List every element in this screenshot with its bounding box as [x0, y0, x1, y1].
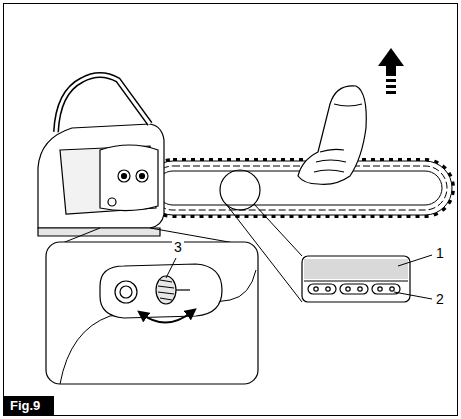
callout-number: 1 — [434, 245, 446, 261]
callout-number-box: 1 — [434, 244, 446, 262]
figure-frame — [4, 4, 458, 416]
guide-bar — [146, 161, 452, 215]
callout-number: 3 — [172, 239, 184, 255]
chain-inset — [302, 256, 410, 302]
callout-number-box: 3 — [172, 238, 184, 256]
screw-inset — [46, 242, 258, 384]
lift-arrow — [378, 48, 404, 94]
figure-caption: Fig.9 — [4, 396, 54, 415]
gloved-hand — [298, 86, 366, 185]
callout-number-box: 2 — [434, 290, 446, 308]
zoom-line — [254, 204, 302, 256]
leader-line — [166, 255, 432, 299]
chainsaw-body — [38, 75, 164, 236]
figure-tab: Fig.9 — [4, 396, 54, 415]
callout-number: 2 — [434, 291, 446, 307]
